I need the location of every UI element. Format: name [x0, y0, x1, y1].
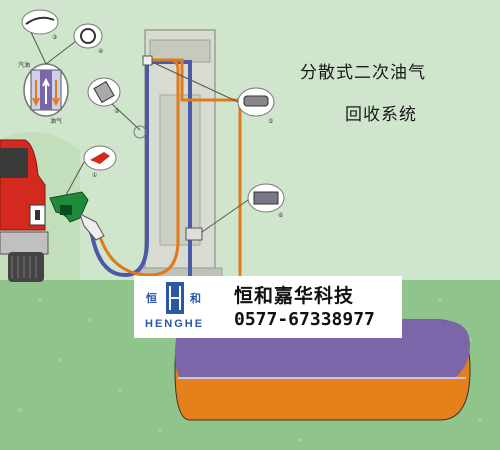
- leader-line: [65, 161, 85, 196]
- vapor-pipe-to-tank: [147, 60, 192, 380]
- callout-marker: [133, 125, 147, 139]
- callout-nozzle: [83, 145, 117, 171]
- flow-inset: [23, 63, 69, 117]
- down-arrow-icon: [52, 80, 60, 107]
- callout-number-2: ②: [114, 108, 120, 115]
- callout-coaxial-hose: [21, 9, 59, 35]
- fuel-nozzle: [49, 191, 105, 241]
- truck: [0, 139, 49, 282]
- leader-line: [45, 37, 81, 65]
- callout-hose-coil: [73, 23, 103, 49]
- callout-pump: [247, 183, 285, 213]
- dispenser-panel: [159, 94, 201, 246]
- vacuum-pump: [185, 227, 203, 241]
- logo-char-heng: 恒: [146, 292, 157, 305]
- truck-wheel: [8, 252, 44, 282]
- leader-line: [201, 199, 249, 233]
- truck-window: [0, 148, 28, 178]
- callout-number-4: ④: [98, 48, 104, 55]
- leader-line: [29, 29, 47, 65]
- brand-latin-name: HENGHE: [145, 318, 205, 330]
- diagram-title-line2: 回收系统: [345, 105, 417, 125]
- callout-number-1: ①: [92, 172, 98, 179]
- fuel-hose: [96, 58, 180, 277]
- breakaway-valve: [142, 55, 153, 66]
- diagram-title-line1: 分散式二次油气: [300, 63, 426, 83]
- truck-bumper: [0, 231, 49, 255]
- leader-line: [151, 61, 239, 103]
- down-arrow-icon: [32, 80, 40, 107]
- company-name: 恒和嘉华科技: [234, 285, 355, 307]
- logo-char-he: 和: [190, 292, 201, 305]
- company-phone: 0577-67338977: [234, 309, 375, 330]
- fuel-pipe-to-tank: [170, 58, 242, 380]
- callout-valve: [237, 87, 275, 117]
- vapor-label: 油气: [50, 118, 63, 125]
- callout-breakaway: [87, 77, 121, 107]
- vapor-return-hose: [86, 62, 149, 278]
- leader-line: [111, 103, 141, 131]
- callout-number-6: ⑥: [278, 212, 284, 219]
- up-arrow-icon: [42, 77, 50, 104]
- callout-number-5: ⑤: [268, 118, 274, 125]
- callout-number-3: ③: [52, 34, 58, 41]
- gasoline-label: 汽油: [18, 62, 31, 69]
